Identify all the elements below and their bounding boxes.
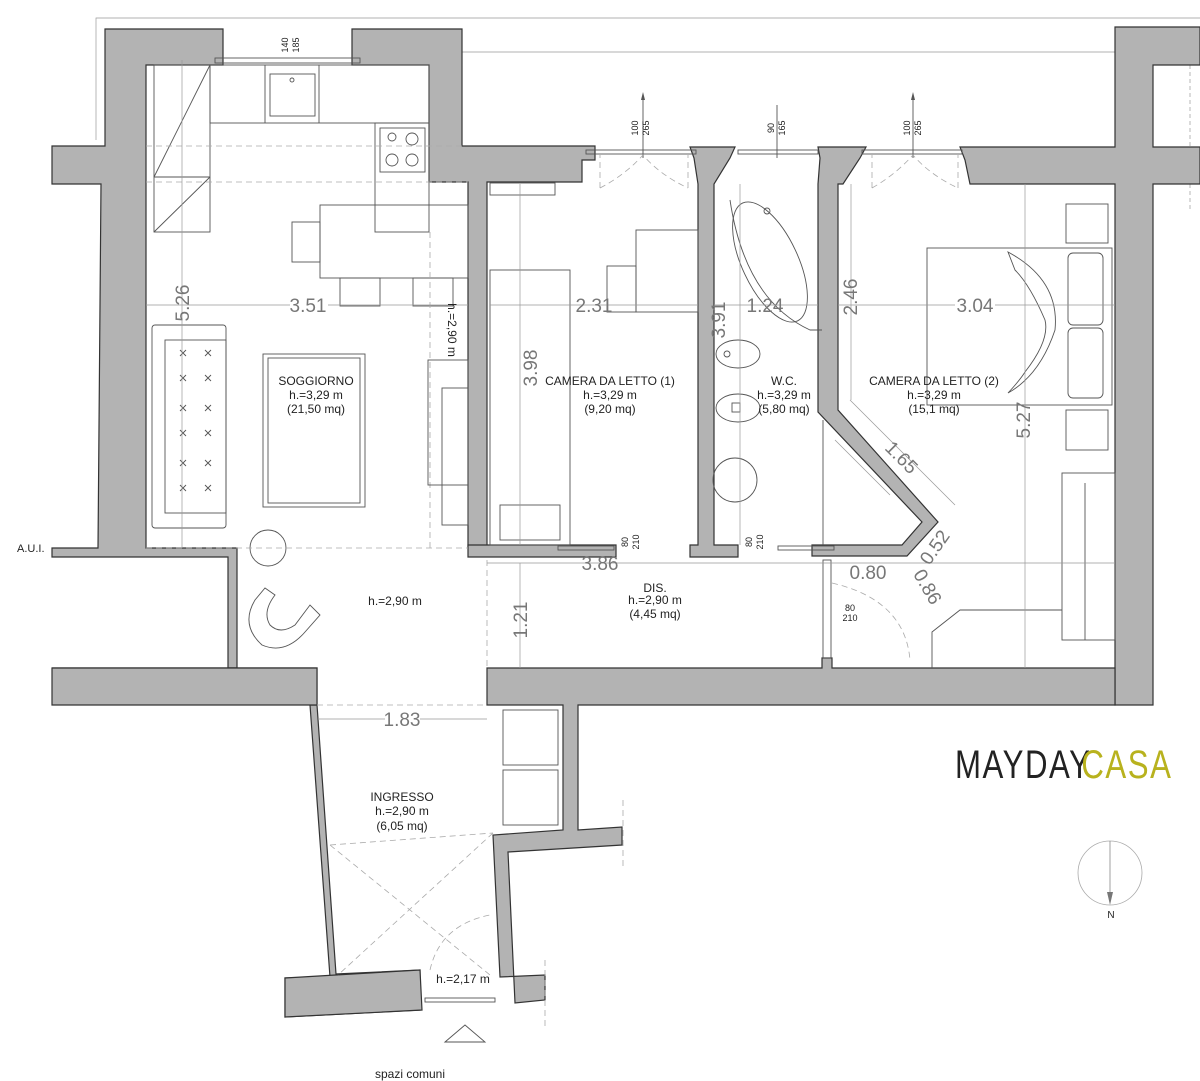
double-bed bbox=[926, 247, 1113, 406]
entry-door bbox=[424, 997, 496, 1003]
sofa bbox=[151, 324, 227, 529]
hallway-entry bbox=[146, 547, 1115, 1043]
camera1-area: (9,20 mq) bbox=[584, 402, 635, 416]
dim-camera2-side: 2.46 bbox=[841, 279, 862, 316]
island bbox=[319, 204, 469, 279]
door-2-height: 210 bbox=[755, 534, 765, 549]
tv-unit bbox=[427, 359, 469, 486]
window-1-height: 185 bbox=[291, 37, 301, 52]
soggiorno-name: SOGGIORNO bbox=[278, 374, 353, 388]
logo-mayday: MAYDAY bbox=[955, 742, 1091, 787]
door-2-width: 80 bbox=[744, 537, 754, 547]
reference-lines bbox=[95, 17, 1200, 210]
soggiorno-area: (21,50 mq) bbox=[287, 402, 345, 416]
window-4-height: 265 bbox=[913, 120, 923, 135]
wc-fixtures bbox=[712, 184, 891, 551]
camera2-area: (15,1 mq) bbox=[908, 402, 959, 416]
door-labels: 80 210 80 210 80 210 bbox=[620, 534, 858, 623]
wc-height: h.=3,29 m bbox=[757, 388, 811, 402]
toilet-icon bbox=[715, 393, 761, 423]
logo-casa: CASA bbox=[1081, 742, 1172, 787]
dim-diag-3: 0.86 bbox=[908, 566, 945, 609]
dis-height: h.=2,90 m bbox=[628, 593, 682, 607]
dis-name: DIS. bbox=[643, 581, 666, 595]
living-side-height: h.=2,90 m bbox=[445, 303, 459, 357]
door-jamb bbox=[822, 559, 832, 659]
wc-name: W.C. bbox=[771, 374, 797, 388]
north-arrow-icon: N bbox=[1077, 840, 1143, 921]
sink-icon bbox=[269, 73, 316, 117]
window-labels: 140 185 100 265 90 165 100 265 bbox=[280, 37, 923, 135]
wall-bed1-wc bbox=[689, 146, 739, 558]
dim-camera1-width: 2.31 bbox=[576, 296, 613, 317]
bed bbox=[489, 269, 571, 546]
ingresso-area: (6,05 mq) bbox=[376, 819, 427, 833]
window-3-width: 90 bbox=[766, 123, 776, 133]
sliding-door bbox=[557, 545, 615, 551]
room-labels: SOGGIORNO h.=3,29 m (21,50 mq) CAMERA DA… bbox=[17, 303, 999, 1081]
window-1-width: 140 bbox=[280, 37, 290, 52]
ingresso-name: INGRESSO bbox=[370, 790, 433, 804]
living-lower-height: h.=2,90 m bbox=[368, 594, 422, 608]
dim-soggiorno-width: 3.51 bbox=[290, 296, 327, 317]
kitchen bbox=[146, 64, 469, 548]
dim-dis-width: 3.86 bbox=[582, 554, 619, 575]
windows bbox=[214, 57, 963, 189]
dis-area: (4,45 mq) bbox=[629, 607, 680, 621]
bedroom1-furniture bbox=[489, 182, 699, 551]
sofa-cushions bbox=[179, 349, 212, 492]
wall-bed2-top bbox=[959, 26, 1200, 706]
wall-left bbox=[51, 28, 238, 669]
door-3-height: 210 bbox=[842, 613, 857, 623]
dim-camera2-depth: 5.27 bbox=[1014, 402, 1035, 439]
door-1-width: 80 bbox=[620, 537, 630, 547]
north-label: N bbox=[1107, 910, 1114, 921]
entry-door-height: h.=2,17 m bbox=[436, 972, 490, 986]
window-4-width: 100 bbox=[902, 120, 912, 135]
dim-camera1-depth: 3.98 bbox=[521, 350, 542, 387]
wall-entry-bottom bbox=[284, 969, 423, 1018]
bidet-icon bbox=[715, 339, 761, 369]
window-2-height: 265 bbox=[641, 120, 651, 135]
dim-camera2-width: 3.04 bbox=[957, 296, 994, 317]
soggiorno-height: h.=3,29 m bbox=[289, 388, 343, 402]
ingresso-height: h.=2,90 m bbox=[375, 804, 429, 818]
camera2-name: CAMERA DA LETTO (2) bbox=[869, 374, 999, 388]
wall-kitchen-right bbox=[351, 28, 596, 549]
living-furniture bbox=[146, 60, 469, 649]
aui-label: A.U.I. bbox=[17, 543, 45, 555]
wc-area: (5,80 mq) bbox=[758, 402, 809, 416]
walls bbox=[51, 26, 1200, 1018]
spazi-comuni-label: spazi comuni bbox=[375, 1067, 445, 1081]
chair bbox=[606, 265, 637, 313]
logo: MAYDAY CASA bbox=[955, 742, 1172, 787]
dim-door-opening: 0.80 bbox=[850, 563, 887, 584]
window-2-width: 100 bbox=[630, 120, 640, 135]
door-3-width: 80 bbox=[845, 603, 855, 613]
pillow bbox=[499, 504, 561, 541]
bathtub-icon bbox=[732, 201, 808, 323]
dim-wc-width: 1.24 bbox=[747, 296, 784, 317]
dim-soggiorno-depth: 5.26 bbox=[173, 285, 194, 322]
wall-bottom-left-main bbox=[51, 667, 318, 706]
entrance-arrow-icon bbox=[443, 1024, 487, 1043]
wall-wc-bed2 bbox=[811, 146, 939, 557]
dim-ingresso-width: 1.83 bbox=[384, 710, 421, 731]
sliding-door bbox=[777, 545, 835, 551]
door-1-height: 210 bbox=[631, 534, 641, 549]
armchair bbox=[248, 587, 321, 649]
desk bbox=[635, 229, 699, 313]
rug bbox=[262, 353, 366, 508]
wall-bottom-right bbox=[486, 657, 1116, 1004]
dim-wc-depth: 3.91 bbox=[709, 302, 730, 339]
dim-dis-depth: 1.21 bbox=[511, 602, 532, 639]
hob-icon bbox=[379, 127, 426, 173]
washbasin-icon bbox=[712, 457, 758, 503]
wardrobe bbox=[1061, 472, 1116, 641]
window-3-height: 165 bbox=[777, 120, 787, 135]
bedroom2-furniture bbox=[822, 184, 1116, 668]
camera1-height: h.=3,29 m bbox=[583, 388, 637, 402]
camera2-height: h.=3,29 m bbox=[907, 388, 961, 402]
camera1-name: CAMERA DA LETTO (1) bbox=[545, 374, 675, 388]
